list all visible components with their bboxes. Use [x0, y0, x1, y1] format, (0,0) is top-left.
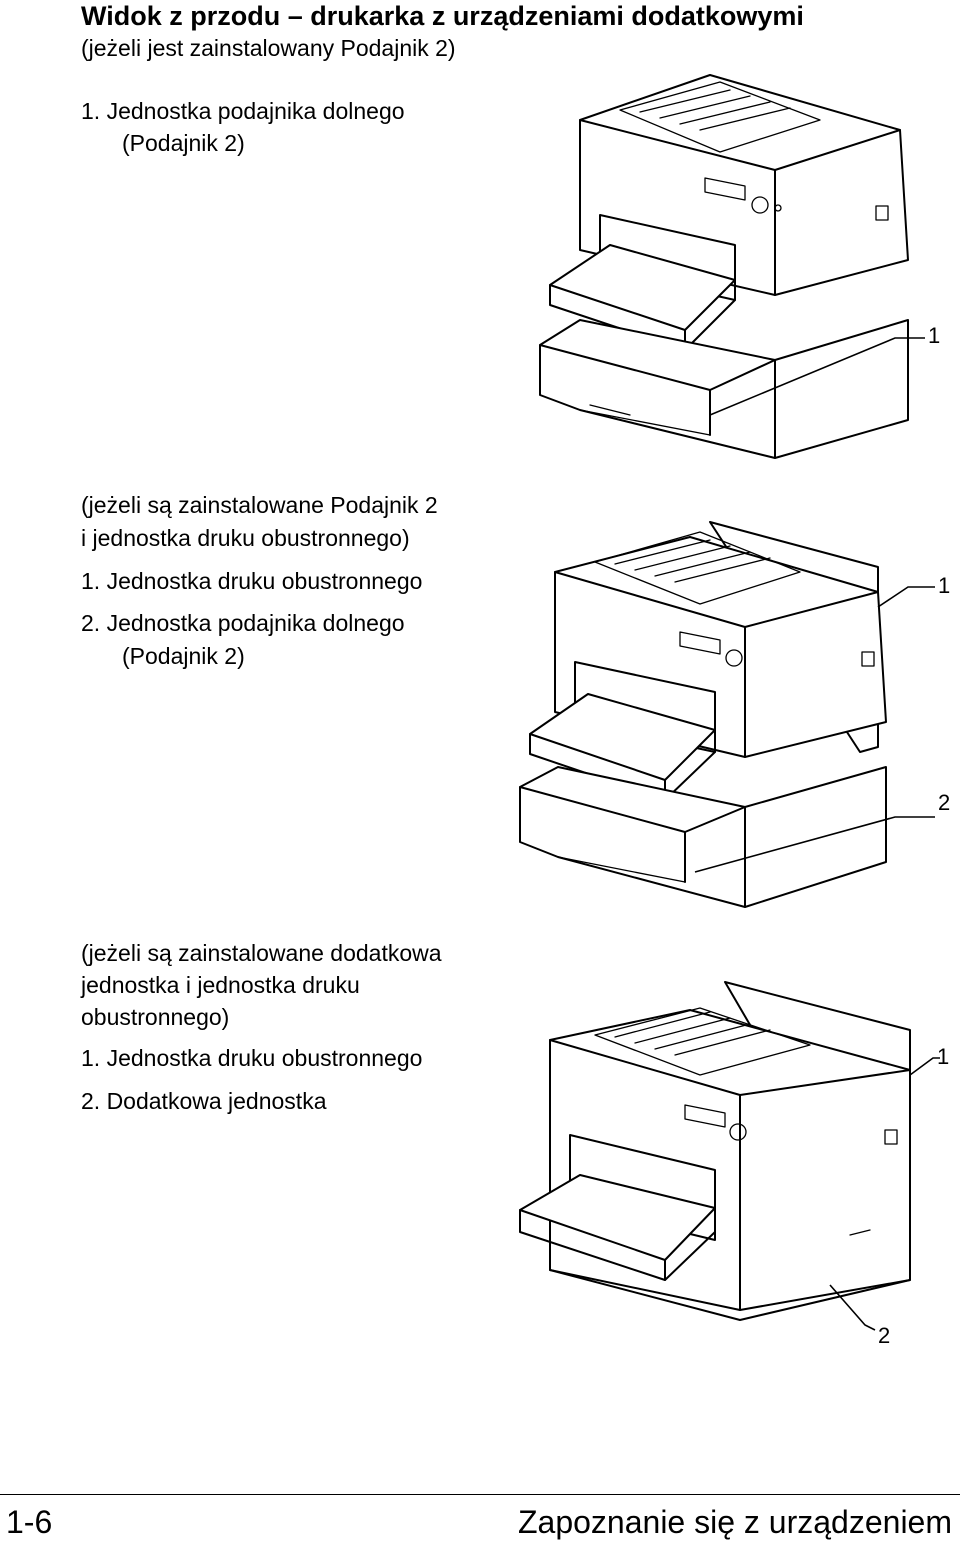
section-2-item-1: 1. Jednostka druku obustronnego	[81, 568, 423, 594]
footer-divider	[0, 1494, 960, 1495]
section-1-item-1: 1. Jednostka podajnika dolnego	[81, 98, 405, 124]
section-2-caption-line-2: i jednostka druku obustronnego)	[81, 525, 410, 551]
section-2-item-2-cont: (Podajnik 2)	[122, 643, 245, 669]
printer-with-duplex-and-tray2-illustration: 1 2	[519, 521, 950, 908]
section-3-caption-line-1: (jeżeli są zainstalowane dodatkowa	[81, 940, 442, 966]
section-1-item-1-cont: (Podajnik 2)	[122, 130, 245, 156]
callout-2: 2	[878, 1323, 890, 1348]
section-1-caption: (jeżeli jest zainstalowany Podajnik 2)	[81, 35, 456, 61]
section-3-item-2: 2. Dodatkowa jednostka	[81, 1088, 327, 1114]
callout-1: 1	[937, 1044, 949, 1069]
section-2-item-2: 2. Jednostka podajnika dolnego	[81, 610, 405, 636]
callout-1: 1	[938, 573, 950, 598]
printer-with-tray2-illustration: 1	[539, 74, 940, 459]
section-3-item-1: 1. Jednostka druku obustronnego	[81, 1045, 423, 1071]
callout-1: 1	[928, 323, 940, 348]
callout-2: 2	[938, 790, 950, 815]
page-number: 1-6	[6, 1504, 53, 1540]
section-3-caption-line-3: obustronnego)	[81, 1004, 230, 1030]
section-2-caption-line-1: (jeżeli są zainstalowane Podajnik 2	[81, 492, 438, 518]
printer-with-duplex-and-expansion-unit-illustration: 1 2	[519, 981, 949, 1348]
page-title: Widok z przodu – drukarka z urządzeniami…	[81, 1, 804, 31]
chapter-title: Zapoznanie się z urządzeniem	[517, 1504, 952, 1540]
section-3-caption-line-2: jednostka i jednostka druku	[81, 972, 360, 998]
